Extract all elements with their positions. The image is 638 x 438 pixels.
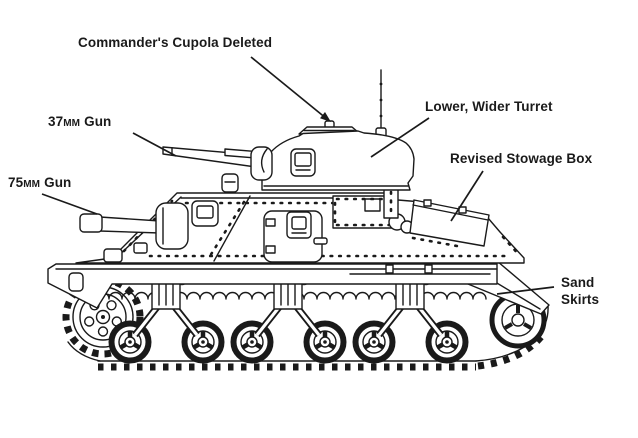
callout-revised-stowage-box: Revised Stowage Box [450, 151, 593, 166]
gun-75mm [79, 202, 189, 250]
gun37-value: 37 [48, 114, 64, 129]
gun75-suffix: Gun [44, 175, 72, 190]
gun37-unit: MM [63, 118, 81, 129]
gun-37mm [162, 146, 257, 168]
callout-cupola-deleted: Commander's Cupola Deleted [78, 35, 273, 50]
leader-37mm [132, 132, 177, 157]
stowage-box [409, 199, 490, 248]
leader-turret [370, 117, 430, 158]
leader-lines [41, 56, 555, 295]
track-assembly [62, 272, 549, 371]
leader-cupola-arrowhead [320, 112, 331, 122]
sand-skirt-band [47, 263, 498, 309]
hull [75, 173, 525, 264]
leader-cupola [250, 56, 328, 120]
turret-handle [260, 148, 268, 173]
callout-lower-wider-turret: Lower, Wider Turret [425, 99, 553, 114]
callout-sand-skirts: Sand Skirts [561, 275, 600, 307]
leader-stowage [450, 170, 484, 222]
leader-75mm [41, 193, 98, 215]
side-door [263, 210, 328, 263]
gun75-value: 75 [8, 175, 24, 190]
turret [162, 69, 415, 191]
leader-skirts [496, 286, 555, 295]
gun75-unit: MM [23, 179, 41, 190]
gun37-suffix: Gun [84, 114, 112, 129]
